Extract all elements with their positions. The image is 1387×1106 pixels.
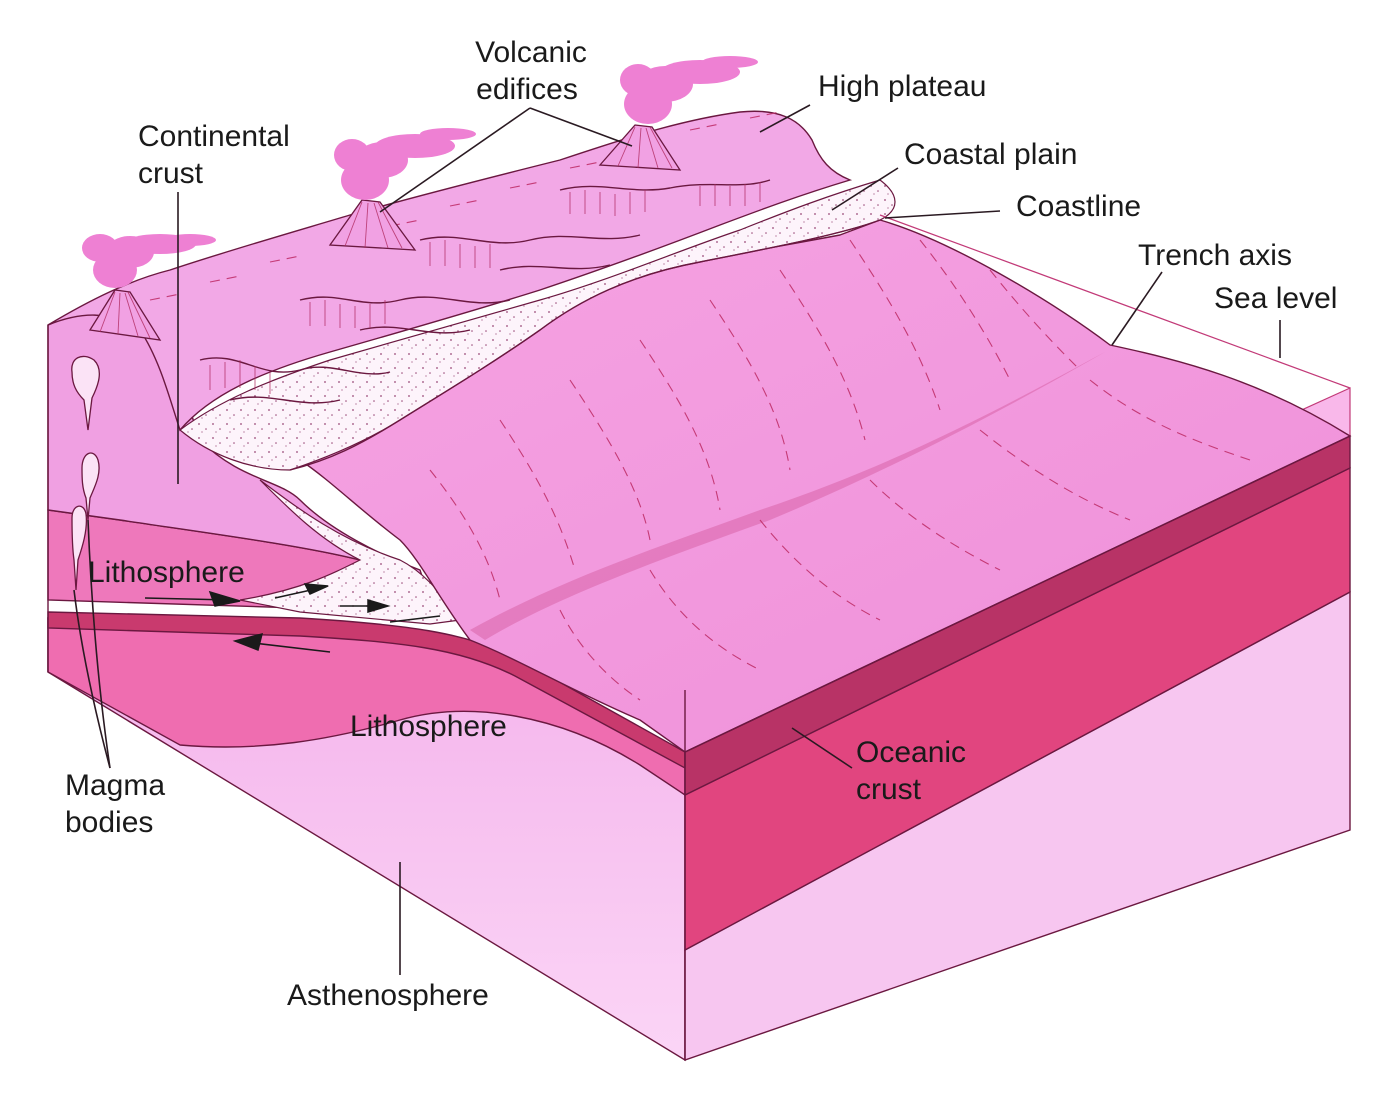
seafloor-contours [429, 239, 1251, 701]
leader-magma-1 [87, 519, 111, 769]
trench-axis-band [470, 352, 1105, 640]
coastline-edge [289, 219, 881, 471]
magma-bodies [71, 355, 100, 591]
slip-arrow-4 [389, 615, 441, 623]
label-asthenosphere: Asthenosphere [287, 979, 489, 1012]
leader-volcanic-2 [529, 107, 633, 147]
label-coastal-plain: Coastal plain [904, 138, 1077, 171]
label-oceanic-crust-line2: crust [856, 773, 922, 806]
label-continental-crust-line1: Continental [138, 120, 290, 153]
top-surface [47, 110, 1352, 753]
leader-trench-axis [1111, 271, 1163, 346]
slip-arrows [144, 583, 441, 653]
label-magma-bodies-line2: bodies [65, 806, 153, 839]
label-lithosphere-lower: Lithosphere [350, 710, 507, 743]
label-lithosphere-upper: Lithosphere [88, 556, 245, 589]
label-trench-axis: Trench axis [1138, 239, 1292, 272]
label-high-plateau: High plateau [818, 70, 986, 103]
volcano-3 [598, 56, 758, 171]
label-continental-crust-line2: crust [138, 157, 204, 190]
label-coastline: Coastline [1016, 190, 1141, 223]
label-magma-bodies-line1: Magma [65, 769, 165, 802]
ash-cloud-3 [620, 56, 758, 124]
ash-cloud-2 [334, 128, 476, 200]
label-oceanic-crust-line1: Oceanic [856, 736, 966, 769]
leader-coastal-plain [831, 167, 899, 211]
cross-section-front [47, 310, 686, 1062]
volcano-1 [82, 234, 216, 341]
magma-body-1 [71, 355, 100, 431]
label-volcanic-edifices-line2: edifices [476, 73, 578, 106]
continental-highland [47, 110, 853, 432]
sea-level-back-edge [879, 214, 1351, 389]
labels: Volcanic edifices High plateau Continent… [65, 36, 1337, 1012]
leader-oceanic-crust [791, 727, 853, 769]
volcano-2 [328, 128, 476, 251]
volcanoes [82, 56, 758, 341]
label-sea-level: Sea level [1214, 282, 1337, 315]
accretionary-wedge [239, 479, 462, 625]
leader-magma-2 [73, 589, 111, 769]
ash-cloud-1 [82, 234, 216, 288]
terrace-hatching [209, 182, 761, 394]
magma-body-3 [71, 505, 88, 591]
leader-high-plateau [759, 104, 811, 133]
leader-volcanic-1 [379, 107, 531, 213]
leader-coastline [884, 210, 1001, 219]
magma-body-2 [81, 452, 100, 521]
terrace-edges [199, 179, 771, 404]
label-volcanic-edifices-line1: Volcanic [475, 36, 587, 69]
leader-lines [73, 104, 1281, 975]
